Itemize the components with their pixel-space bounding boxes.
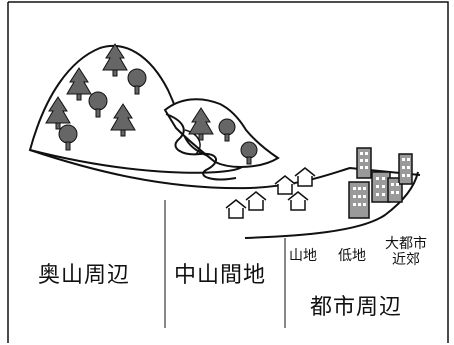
- broadleaf-tree: [88, 91, 108, 111]
- city-buildings: [348, 147, 413, 219]
- conifer-trunk: [112, 69, 118, 77]
- broadleaf-tree: [218, 118, 236, 136]
- conifer-trunk: [55, 122, 61, 130]
- frame-line: [7, 1, 449, 343]
- label-sanchi: 山地: [289, 248, 317, 264]
- broadleaf-trunk: [134, 85, 140, 95]
- broadleaf-trunk: [95, 108, 101, 118]
- conifer-trunk: [198, 133, 204, 141]
- broadleaf-tree: [127, 68, 147, 88]
- conifer-trunk: [120, 129, 126, 137]
- label-toshi: 都市周辺: [310, 295, 403, 320]
- label-daitoshi: 大都市 近郊: [385, 236, 427, 268]
- mountain-near: [29, 149, 421, 190]
- house: [274, 175, 296, 195]
- valley-stream: [165, 113, 237, 181]
- label-daitoshi-line1: 大都市: [385, 236, 427, 252]
- house: [287, 191, 309, 211]
- label-nakayama: 中山間地: [174, 263, 267, 288]
- conifer-trunk: [76, 93, 82, 101]
- broadleaf-trunk: [246, 156, 252, 165]
- broadleaf-trunk: [224, 133, 230, 142]
- broadleaf-tree: [58, 124, 78, 144]
- ground-line: [244, 171, 419, 239]
- broadleaf-tree: [240, 141, 258, 159]
- label-okuyama: 奥山周辺: [38, 263, 131, 288]
- label-teichi: 低地: [338, 248, 366, 264]
- house: [245, 191, 267, 211]
- house: [225, 199, 247, 219]
- broadleaf-trunk: [65, 141, 71, 151]
- house: [294, 167, 316, 187]
- label-daitoshi-line2: 近郊: [392, 252, 420, 269]
